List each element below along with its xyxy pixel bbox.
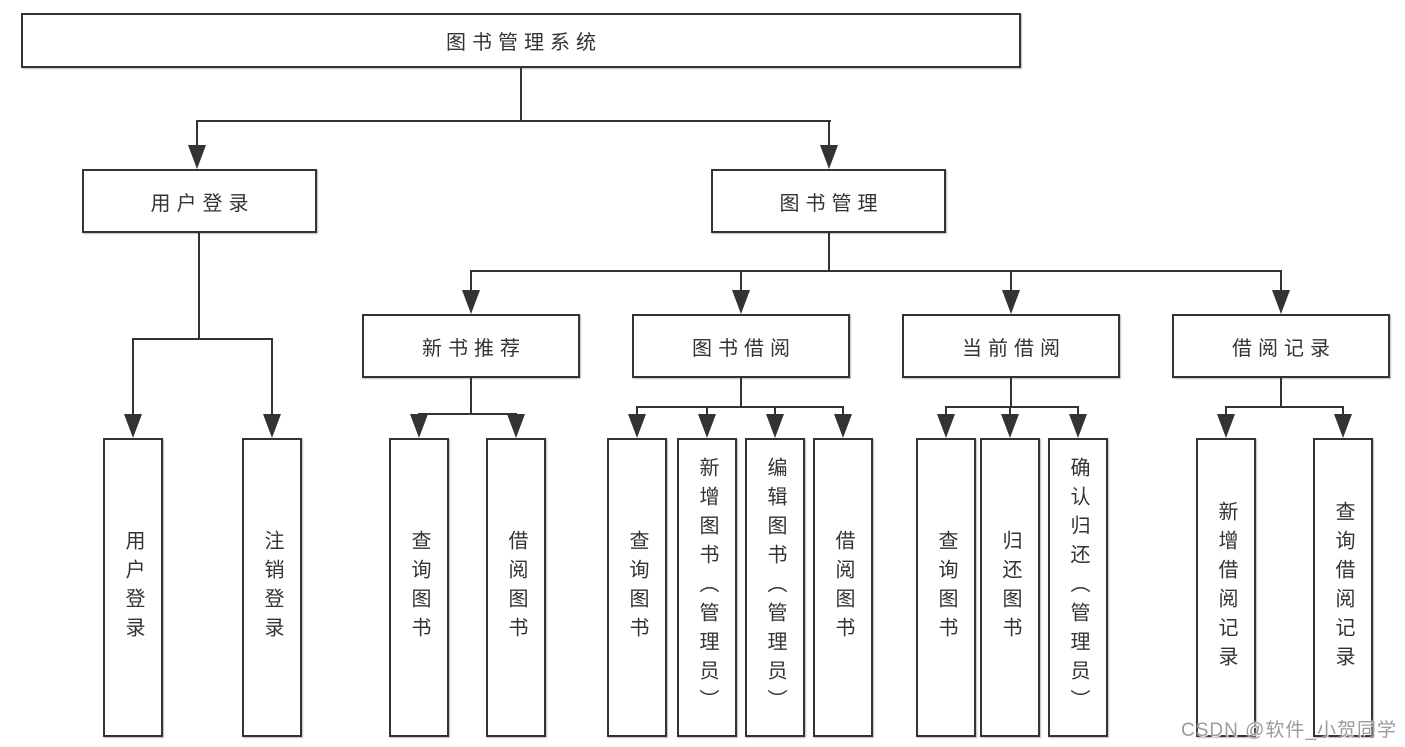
arrowhead-down-icon (188, 145, 206, 169)
leaf-query-books-recommend: 查询图书 (389, 438, 449, 737)
leaf-confirm-return-admin: 确认归还（管理员） (1048, 438, 1108, 737)
leaf-label: 归还图书 (999, 529, 1021, 646)
arrowhead-down-icon (766, 414, 784, 438)
arrowhead-down-icon (462, 290, 480, 314)
node-label: 借阅记录 (1232, 337, 1336, 360)
leaf-return-book: 归还图书 (980, 438, 1040, 737)
node-new-book-recommendation: 新书推荐 (362, 314, 580, 378)
connector-line-v (1280, 378, 1282, 408)
arrowhead-down-icon (410, 414, 428, 438)
connector-line-v (636, 406, 638, 418)
connector-line-h (132, 338, 273, 340)
arrowhead-down-icon (1002, 290, 1020, 314)
leaf-label: 新增图书（管理员） (696, 457, 718, 718)
arrowhead-down-icon (1217, 414, 1235, 438)
connector-line-v (1077, 406, 1079, 418)
leaf-query-borrow-record: 查询借阅记录 (1313, 438, 1373, 737)
leaf-logout: 注销登录 (242, 438, 302, 737)
node-label: 当前借阅 (962, 337, 1066, 360)
node-label: 图书管理 (779, 192, 884, 215)
connector-line-v (706, 406, 708, 418)
node-book-management: 图书管理 (711, 169, 946, 233)
arrowhead-down-icon (937, 414, 955, 438)
connector-line-v (470, 270, 472, 294)
node-book-borrowing: 图书借阅 (632, 314, 850, 378)
connector-line-v (1280, 270, 1282, 294)
node-borrowing-records: 借阅记录 (1172, 314, 1390, 378)
connector-line-v (132, 338, 134, 420)
node-current-borrowing: 当前借阅 (902, 314, 1120, 378)
leaf-label: 确认归还（管理员） (1067, 457, 1089, 718)
arrowhead-down-icon (732, 290, 750, 314)
node-label: 图书管理系统 (446, 32, 602, 54)
connector-line-v (1342, 406, 1344, 418)
connector-line-h (418, 413, 517, 415)
node-label: 图书借阅 (692, 337, 796, 360)
connector-line-v (842, 406, 844, 418)
arrowhead-down-icon (507, 414, 525, 438)
arrowhead-down-icon (820, 145, 838, 169)
csdn-watermark: CSDN @软件_小贺同学 (1181, 720, 1397, 741)
node-library-management-system: 图书管理系统 (21, 13, 1021, 68)
arrowhead-down-icon (124, 414, 142, 438)
connector-line-h (945, 406, 1079, 408)
arrowhead-down-icon (1272, 290, 1290, 314)
leaf-label: 查询借阅记录 (1332, 500, 1354, 675)
connector-line-h (470, 270, 1282, 272)
leaf-borrow-books: 借阅图书 (813, 438, 873, 737)
node-user-login: 用户登录 (82, 169, 317, 233)
arrowhead-down-icon (1334, 414, 1352, 438)
connector-line-v (470, 378, 472, 415)
connector-line-v (1010, 378, 1012, 408)
leaf-label: 新增借阅记录 (1215, 500, 1237, 675)
connector-line-v (740, 270, 742, 294)
leaf-label: 注销登录 (261, 529, 283, 646)
arrowhead-down-icon (834, 414, 852, 438)
connector-line-h (636, 406, 844, 408)
connector-line-h (197, 120, 831, 122)
connector-line-v (945, 406, 947, 418)
node-label: 新书推荐 (422, 337, 526, 360)
leaf-label: 借阅图书 (505, 529, 527, 646)
leaf-add-book-admin: 新增图书（管理员） (677, 438, 737, 737)
arrowhead-down-icon (263, 414, 281, 438)
leaf-borrow-books-recommend: 借阅图书 (486, 438, 546, 737)
connector-line-v (271, 338, 273, 420)
leaf-add-borrow-record: 新增借阅记录 (1196, 438, 1256, 737)
leaf-user-login: 用户登录 (103, 438, 163, 737)
arrowhead-down-icon (1001, 414, 1019, 438)
leaf-label: 查询图书 (408, 529, 430, 646)
arrowhead-down-icon (1069, 414, 1087, 438)
leaf-label: 借阅图书 (832, 529, 854, 646)
leaf-label: 查询图书 (935, 529, 957, 646)
leaf-query-books-borrowing: 查询图书 (607, 438, 667, 737)
connector-line-v (828, 120, 830, 150)
leaf-edit-book-admin: 编辑图书（管理员） (745, 438, 805, 737)
leaf-query-books-current: 查询图书 (916, 438, 976, 737)
connector-line-h (1225, 406, 1344, 408)
leaf-label: 编辑图书（管理员） (764, 457, 786, 718)
arrowhead-down-icon (698, 414, 716, 438)
connector-line-v (198, 233, 200, 340)
connector-line-v (520, 68, 522, 122)
connector-line-v (196, 120, 198, 150)
connector-line-v (1225, 406, 1227, 418)
leaf-label: 查询图书 (626, 529, 648, 646)
connector-line-v (828, 233, 830, 272)
connector-line-v (1010, 270, 1012, 294)
connector-line-v (740, 378, 742, 408)
node-label: 用户登录 (150, 192, 255, 215)
arrowhead-down-icon (628, 414, 646, 438)
connector-line-v (1009, 406, 1011, 418)
leaf-label: 用户登录 (122, 529, 144, 646)
connector-line-v (774, 406, 776, 418)
